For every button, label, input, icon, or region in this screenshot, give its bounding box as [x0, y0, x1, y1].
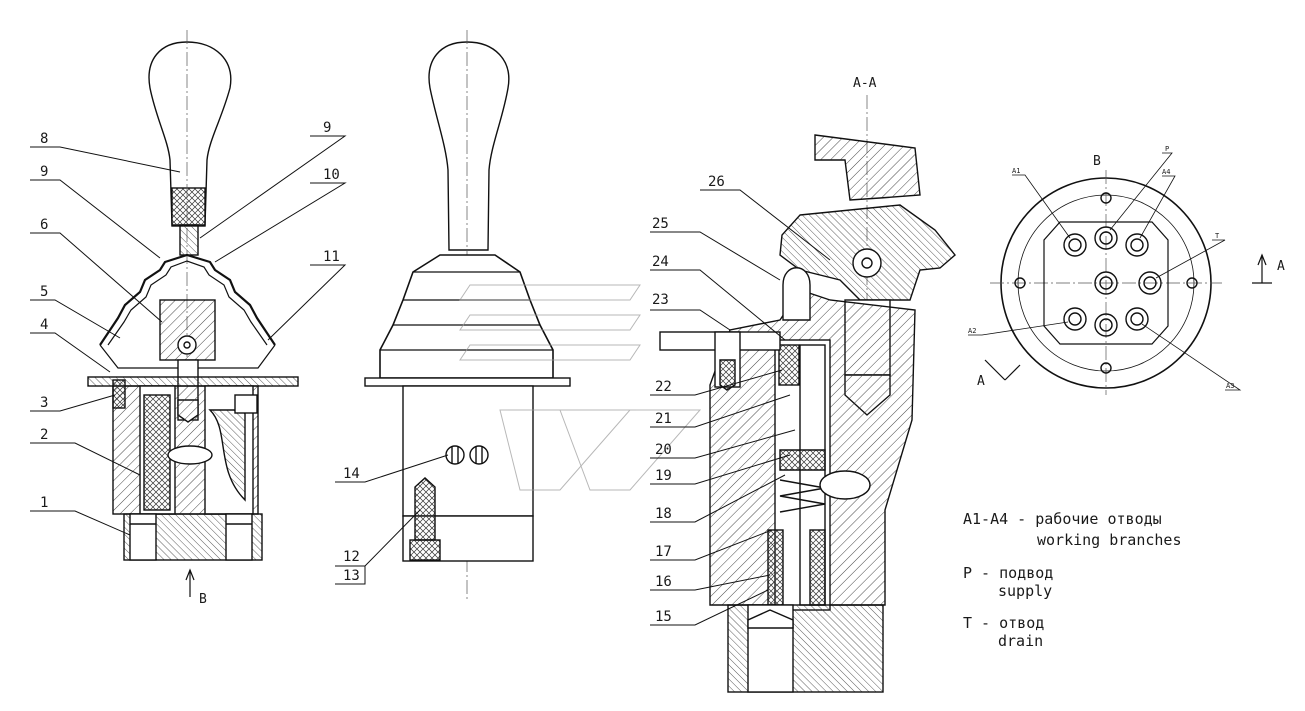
callout-22: 22 — [655, 379, 672, 395]
left-section-view — [87, 30, 299, 597]
callout-17: 17 — [655, 544, 672, 560]
view-b-label: B — [1093, 154, 1101, 169]
callout-9a: 9 — [40, 164, 48, 180]
middle-callout-numbers: 12 13 14 — [343, 466, 360, 584]
callout-6: 6 — [40, 217, 48, 233]
legend-t-line2: drain — [998, 632, 1044, 650]
callout-2: 2 — [40, 427, 48, 443]
callout-9b: 9 — [323, 120, 331, 136]
callout-20: 20 — [655, 442, 672, 458]
callout-14: 14 — [343, 466, 360, 482]
callout-24: 24 — [652, 254, 669, 270]
legend-t-line1: T - отвод — [963, 614, 1045, 632]
port-label-a1: A1 — [1012, 167, 1020, 175]
callout-21: 21 — [655, 411, 672, 427]
legend-p-line2: supply — [998, 582, 1053, 600]
callout-26: 26 — [708, 174, 725, 190]
left-callouts — [30, 135, 347, 536]
left-callout-numbers: 1 2 3 4 5 6 9 8 9 10 11 B — [40, 120, 340, 607]
legend-p-line1: P - подвод — [963, 564, 1054, 582]
callout-3: 3 — [40, 395, 48, 411]
callout-8: 8 — [40, 131, 48, 147]
port-label-t: T — [1215, 232, 1220, 240]
watermark-logo — [459, 284, 702, 491]
legend-a-line2: working branches — [1037, 531, 1182, 549]
port-label-a4: A4 — [1162, 168, 1170, 176]
callout-23: 23 — [652, 292, 669, 308]
view-b-labels: B A1 A2 A3 A4 P T A A — [968, 145, 1285, 390]
callout-18: 18 — [655, 506, 672, 522]
section-arrow-left-label: A — [977, 374, 985, 389]
callout-5: 5 — [40, 284, 48, 300]
port-label-p: P — [1165, 145, 1169, 153]
callout-11: 11 — [323, 249, 340, 265]
section-a-a-view — [659, 95, 956, 693]
middle-callouts — [335, 454, 449, 585]
callout-19: 19 — [655, 468, 672, 484]
view-b — [990, 170, 1222, 395]
legend-a-line1: A1-A4 - рабочие отводы — [963, 510, 1162, 528]
section-title: A-A — [853, 76, 877, 91]
view-b-arrow-label: B — [199, 592, 207, 607]
callout-12: 12 — [343, 549, 360, 565]
view-b-leaders — [968, 152, 1272, 391]
callout-1: 1 — [40, 495, 48, 511]
port-label-a3: A3 — [1226, 382, 1234, 390]
right-callout-numbers: 15 16 17 18 19 20 21 22 23 24 25 26 — [652, 174, 725, 625]
middle-exterior-view — [364, 30, 571, 600]
callout-16: 16 — [655, 574, 672, 590]
callout-13: 13 — [343, 568, 360, 584]
callout-10: 10 — [323, 167, 340, 183]
callout-4: 4 — [40, 317, 48, 333]
port-label-a2: A2 — [968, 327, 976, 335]
section-arrow-right-label: A — [1277, 259, 1285, 274]
right-callouts — [650, 189, 831, 626]
callout-15: 15 — [655, 609, 672, 625]
section-a-a-label: A-A — [853, 76, 877, 91]
callout-25: 25 — [652, 216, 669, 232]
